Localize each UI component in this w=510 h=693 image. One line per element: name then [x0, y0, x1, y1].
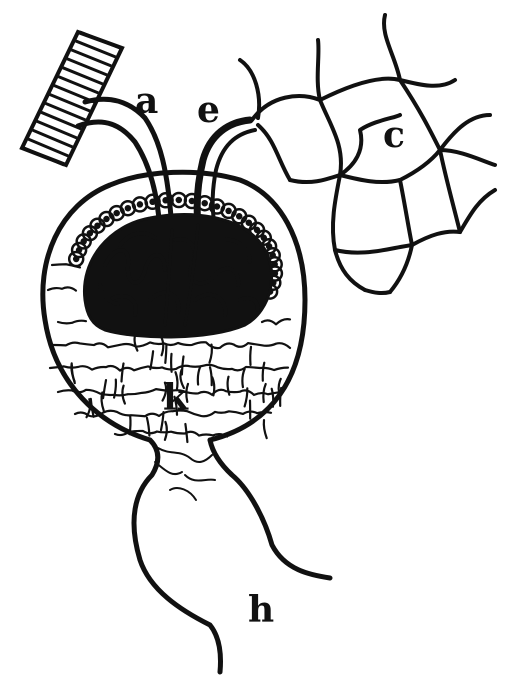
mesh-strand [122, 364, 124, 382]
cell-nucleus [247, 221, 251, 225]
cell-nucleus [177, 198, 181, 202]
mesh-strand [161, 337, 163, 355]
mesh-strand [165, 422, 167, 440]
cell-nucleus [88, 231, 92, 235]
mesh-strand [182, 357, 184, 375]
mesh-strand [250, 347, 251, 365]
label-a: a [135, 83, 158, 119]
label-h: h [248, 592, 274, 628]
neck-mesh [155, 448, 215, 500]
cell-nucleus [96, 224, 100, 228]
mesh-strand [242, 369, 244, 387]
mesh-strand [52, 342, 290, 348]
mesh-strand [130, 416, 131, 434]
cell-nucleus [255, 228, 259, 232]
mesh-strand [280, 388, 281, 406]
label-k: k [163, 380, 188, 416]
mesh-strand [228, 377, 230, 395]
cell-nucleus [215, 205, 219, 209]
mesh-strand [264, 420, 267, 438]
mesh-strand [165, 345, 166, 363]
cell-nucleus [227, 209, 231, 213]
mesh-strand [198, 367, 200, 385]
mesh-strand [150, 351, 153, 369]
mesh-strand [71, 363, 74, 381]
label-c: c [383, 117, 405, 153]
cell-nucleus [237, 214, 241, 218]
cell-nucleus [115, 211, 119, 215]
cell-nucleus [203, 201, 207, 205]
cell-nucleus [151, 200, 155, 204]
mesh-strand [114, 380, 116, 398]
mesh-strand [210, 367, 212, 385]
mesh-strand [50, 365, 288, 371]
mesh-strand [262, 319, 290, 324]
cell-nucleus [164, 198, 168, 202]
glomerular-tuft [84, 215, 271, 337]
cell-nucleus [126, 206, 130, 210]
label-e: e [197, 92, 220, 128]
cell-nucleus [105, 217, 109, 221]
mesh-strand [48, 287, 76, 290]
cell-nucleus [138, 202, 142, 206]
mesh-strand [263, 363, 265, 381]
cell-nucleus [82, 239, 86, 243]
mesh-strand [185, 424, 187, 442]
cell-nucleus [190, 199, 194, 203]
mesh-strand [58, 321, 86, 324]
